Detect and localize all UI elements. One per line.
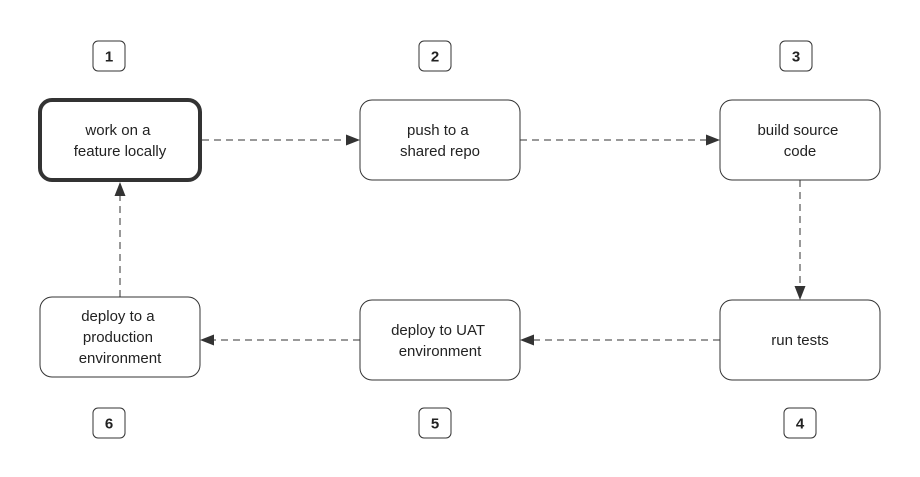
badge-box [779,40,813,72]
step-box [359,99,521,181]
step-number: 5 [431,416,439,433]
step-number-badge: 3 [779,40,813,72]
step-box [39,296,201,378]
step-label-line: shared repo [400,143,480,160]
step-label-line: deploy to a [81,308,155,325]
step-label-line: run tests [771,332,829,349]
step-label-line: feature locally [74,143,167,160]
step-2[interactable]: push to a shared repo [359,99,521,181]
badge-box [418,40,452,72]
step-label: work on a feature locally [74,122,167,160]
step-number: 3 [792,49,800,66]
arrowhead-step-6 [200,334,214,346]
step-box [38,98,202,182]
step-label: push to a shared repo [400,122,480,160]
arrowhead-step-5 [520,334,534,346]
step-number-badge: 1 [92,40,126,72]
step-label-line: production [83,329,153,346]
arrowhead-step-4 [794,286,806,300]
step-label: deploy to UAT environment [391,322,489,360]
step-number: 4 [796,416,805,433]
step-number: 2 [431,49,439,66]
arrowhead-step-1 [114,182,126,196]
step-3[interactable]: build source code [719,99,881,181]
step-label: build source code [757,122,842,160]
step-label-line: work on a [84,122,151,139]
step-label-line: code [784,143,817,160]
arrowhead-step-2 [346,134,360,146]
step-label: run tests [771,332,829,349]
step-number-badge: 6 [92,407,126,439]
step-label-line: deploy to UAT [391,322,485,339]
step-label-line: build source [757,122,838,139]
step-label-line: environment [399,343,482,360]
badge-box [92,40,126,72]
step-label-line: environment [79,350,162,367]
step-box [359,299,521,381]
step-1[interactable]: work on a feature locally [38,98,202,182]
badge-box [92,407,126,439]
step-number-badge: 4 [783,407,817,439]
step-number-badge: 2 [418,40,452,72]
step-4[interactable]: run tests [719,299,881,381]
badge-box [418,407,452,439]
arrowhead-step-3 [706,134,720,146]
step-number-badge: 5 [418,407,452,439]
step-number: 1 [105,49,113,66]
step-label-line: push to a [407,122,469,139]
step-6[interactable]: deploy to a production environment [39,296,201,378]
step-box [719,299,881,381]
step-5[interactable]: deploy to UAT environment [359,299,521,381]
step-number: 6 [105,416,113,433]
connectors [114,134,806,346]
step-box [719,99,881,181]
step-label: deploy to a production environment [79,308,162,367]
badge-box [783,407,817,439]
